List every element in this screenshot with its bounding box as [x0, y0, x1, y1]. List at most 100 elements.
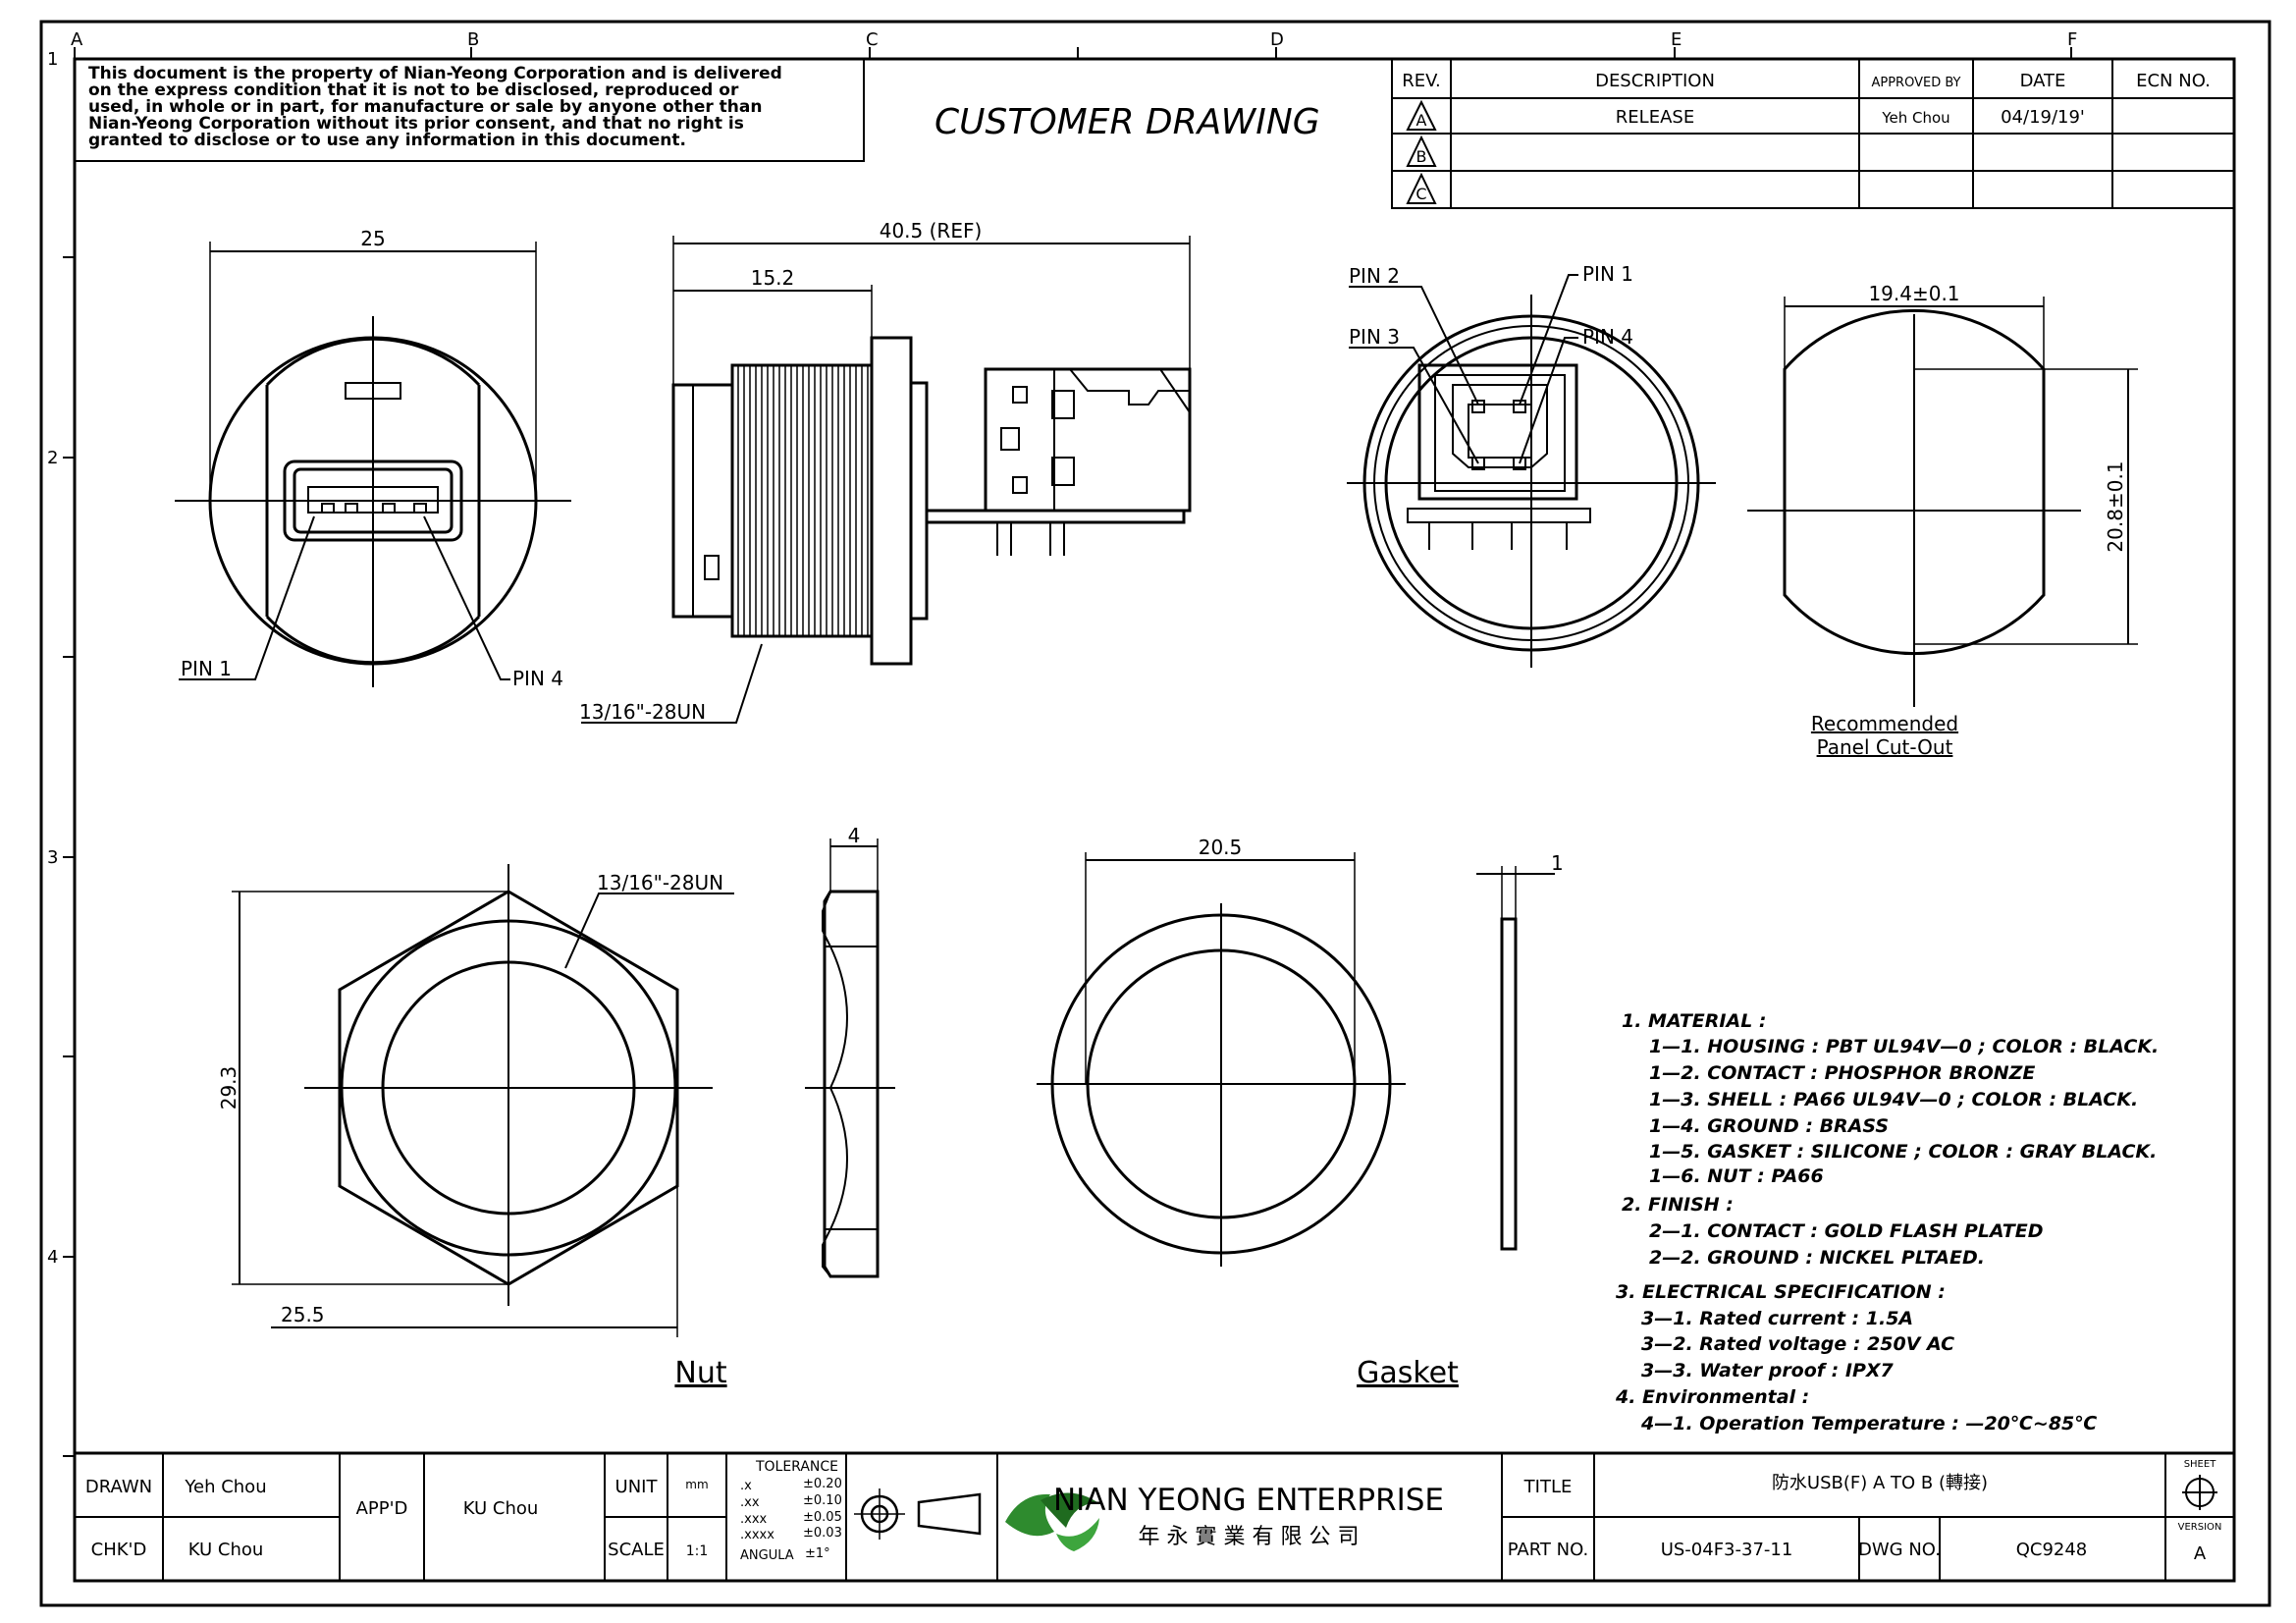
rear-pin-1-label: PIN 1	[1582, 262, 1633, 286]
rear-view	[1347, 274, 1716, 668]
side-dim-flange: 15.2	[751, 266, 795, 290]
tolerance-key: .x	[740, 1479, 752, 1493]
projection-symbol-icon	[854, 1488, 982, 1540]
scale-value: 1:1	[686, 1543, 709, 1559]
unit-value: mm	[685, 1478, 708, 1491]
chkd-label: CHK'D	[91, 1540, 147, 1560]
note-line: 4. Environmental :	[1615, 1386, 1809, 1408]
company-logo	[1005, 1492, 1099, 1551]
approved-by-header: APPROVED BY	[1871, 76, 1960, 90]
company-name: NIAN YEONG ENTERPRISE	[1053, 1483, 1444, 1518]
nut-front-view	[232, 864, 734, 1337]
front-dim-width: 25	[360, 227, 385, 250]
side-thread-label: 13/16"-28UN	[579, 700, 706, 724]
company-name-chinese: 年 永 實 業 有 限 公 司	[1139, 1525, 1360, 1549]
note-line: 3—1. Rated current : 1.5A	[1641, 1308, 1913, 1329]
front-pin-1-label: PIN 1	[181, 657, 232, 680]
drawing-type-title: CUSTOMER DRAWING	[934, 102, 1320, 142]
rev-b-triangle: B	[1406, 135, 1437, 167]
rear-pin-4-label: PIN 4	[1582, 325, 1633, 349]
cutout-caption-line-2: Panel Cut-Out	[1817, 735, 1953, 759]
note-line: 2—1. CONTACT : GOLD FLASH PLATED	[1649, 1220, 2043, 1242]
gasket-side-view	[1476, 866, 1555, 1251]
dwg-no-value: QC9248	[2016, 1540, 2088, 1560]
side-dim-overall: 40.5 (REF)	[880, 219, 983, 243]
title-block-grid	[73, 1451, 2236, 1583]
tolerance-value: ±0.10	[803, 1493, 842, 1508]
unit-label: UNIT	[615, 1477, 659, 1497]
title-label: TITLE	[1523, 1477, 1573, 1497]
cutout-dim-height: 20.8±0.1	[2104, 460, 2127, 552]
cutout-caption-line-1: Recommended	[1811, 712, 1958, 735]
notice-line-1: This document is the property of Nian-Ye…	[88, 64, 782, 83]
revision-table-text: REV. DESCRIPTION APPROVED BY DATE ECN NO…	[1402, 71, 2211, 128]
tolerance-key: .xxxx	[740, 1528, 774, 1542]
gasket-front-view	[1037, 852, 1406, 1267]
zone-row-3: 3	[47, 847, 58, 868]
chkd-value: KU Chou	[188, 1540, 264, 1560]
nut-dim-width: 25.5	[281, 1303, 325, 1326]
sheet-symbol-icon	[2182, 1475, 2217, 1510]
nut-dim-thickness: 4	[848, 824, 861, 847]
gasket-dim-diameter: 20.5	[1199, 836, 1243, 859]
note-line: 3—3. Water proof : IPX7	[1641, 1360, 1895, 1381]
zone-row-2: 2	[47, 448, 58, 468]
gasket-caption: Gasket	[1357, 1356, 1459, 1390]
description-header: DESCRIPTION	[1595, 71, 1715, 91]
note-line: 1—3. SHELL : PA66 UL94V—0 ; COLOR : BLAC…	[1649, 1089, 2138, 1110]
nut-side-view	[805, 839, 895, 1278]
notice-line-4: Nian-Yeong Corporation without its prior…	[88, 114, 744, 134]
rev-a-letter: A	[1416, 111, 1427, 130]
note-line: 3—2. Rated voltage : 250V AC	[1641, 1333, 1954, 1355]
note-line: 1—6. NUT : PA66	[1649, 1165, 1824, 1187]
rev-row-1-date: 04/19/19'	[2001, 107, 2085, 128]
rear-pin-3-label: PIN 3	[1349, 325, 1400, 349]
zone-row-4: 4	[47, 1247, 58, 1268]
tolerance-value: ±1°	[805, 1546, 830, 1561]
rev-row-1-approved: Yeh Chou	[1881, 109, 1949, 127]
drawn-label: DRAWN	[85, 1477, 152, 1497]
note-line: 3. ELECTRICAL SPECIFICATION :	[1616, 1281, 1946, 1303]
note-line: 1. MATERIAL :	[1622, 1010, 1767, 1032]
note-line: 2. FINISH :	[1622, 1194, 1734, 1216]
zone-markers	[63, 47, 2072, 1457]
date-header: DATE	[2020, 71, 2066, 91]
rear-pin-2-label: PIN 2	[1349, 264, 1400, 288]
note-line: 1—2. CONTACT : PHOSPHOR BRONZE	[1649, 1062, 2035, 1084]
notice-box	[74, 58, 865, 162]
note-line: 1—1. HOUSING : PBT UL94V—0 ; COLOR : BLA…	[1649, 1036, 2159, 1057]
rev-c-triangle: C	[1406, 172, 1437, 204]
scale-label: SCALE	[608, 1540, 665, 1560]
rev-a-triangle: A	[1406, 99, 1437, 131]
version-label: VERSION	[2178, 1522, 2222, 1533]
nut-caption: Nut	[674, 1356, 726, 1390]
zone-col-c: C	[866, 29, 879, 50]
note-line: 1—4. GROUND : BRASS	[1649, 1115, 1889, 1137]
appd-value: KU Chou	[463, 1498, 539, 1519]
zone-col-a: A	[71, 29, 83, 50]
panel-cutout-view	[1747, 297, 2138, 707]
panel-cutout-labels: 19.4±0.1 20.8±0.1 Recommended Panel Cut-…	[1811, 282, 2127, 759]
zone-col-b: B	[467, 29, 479, 50]
rev-header: REV.	[1402, 71, 1441, 91]
title-block-text: DRAWN Yeh Chou CHK'D KU Chou APP'D KU Ch…	[85, 1459, 2222, 1564]
dwg-no-label: DWG NO.	[1858, 1540, 1941, 1560]
gasket-dim-thickness: 1	[1551, 851, 1564, 875]
zone-row-1: 1	[47, 49, 58, 70]
tolerance-value: ±0.20	[803, 1477, 842, 1491]
side-view-labels: 40.5 (REF) 15.2 13/16"-28UN	[579, 219, 982, 724]
tolerance-value: ±0.03	[803, 1526, 842, 1541]
zone-col-d: D	[1270, 29, 1284, 50]
front-view-labels: 25 PIN 1 PIN 4	[181, 227, 563, 690]
version-value: A	[2194, 1543, 2207, 1564]
zone-labels: A B C D E F 1 2 3 4	[47, 29, 2077, 1268]
tolerance-value: ±0.05	[803, 1510, 842, 1525]
front-view	[175, 242, 571, 687]
tolerance-key: .xx	[740, 1495, 760, 1510]
tolerance-key: ANGULA	[740, 1548, 794, 1563]
notice-text: This document is the property of Nian-Ye…	[88, 64, 782, 150]
material-notes: 1. MATERIAL : 1—1. HOUSING : PBT UL94V—0…	[1615, 1010, 2159, 1434]
rear-view-labels: PIN 2 PIN 1 PIN 3 PIN 4	[1349, 262, 1633, 349]
tolerance-title: TOLERANCE	[755, 1459, 838, 1475]
